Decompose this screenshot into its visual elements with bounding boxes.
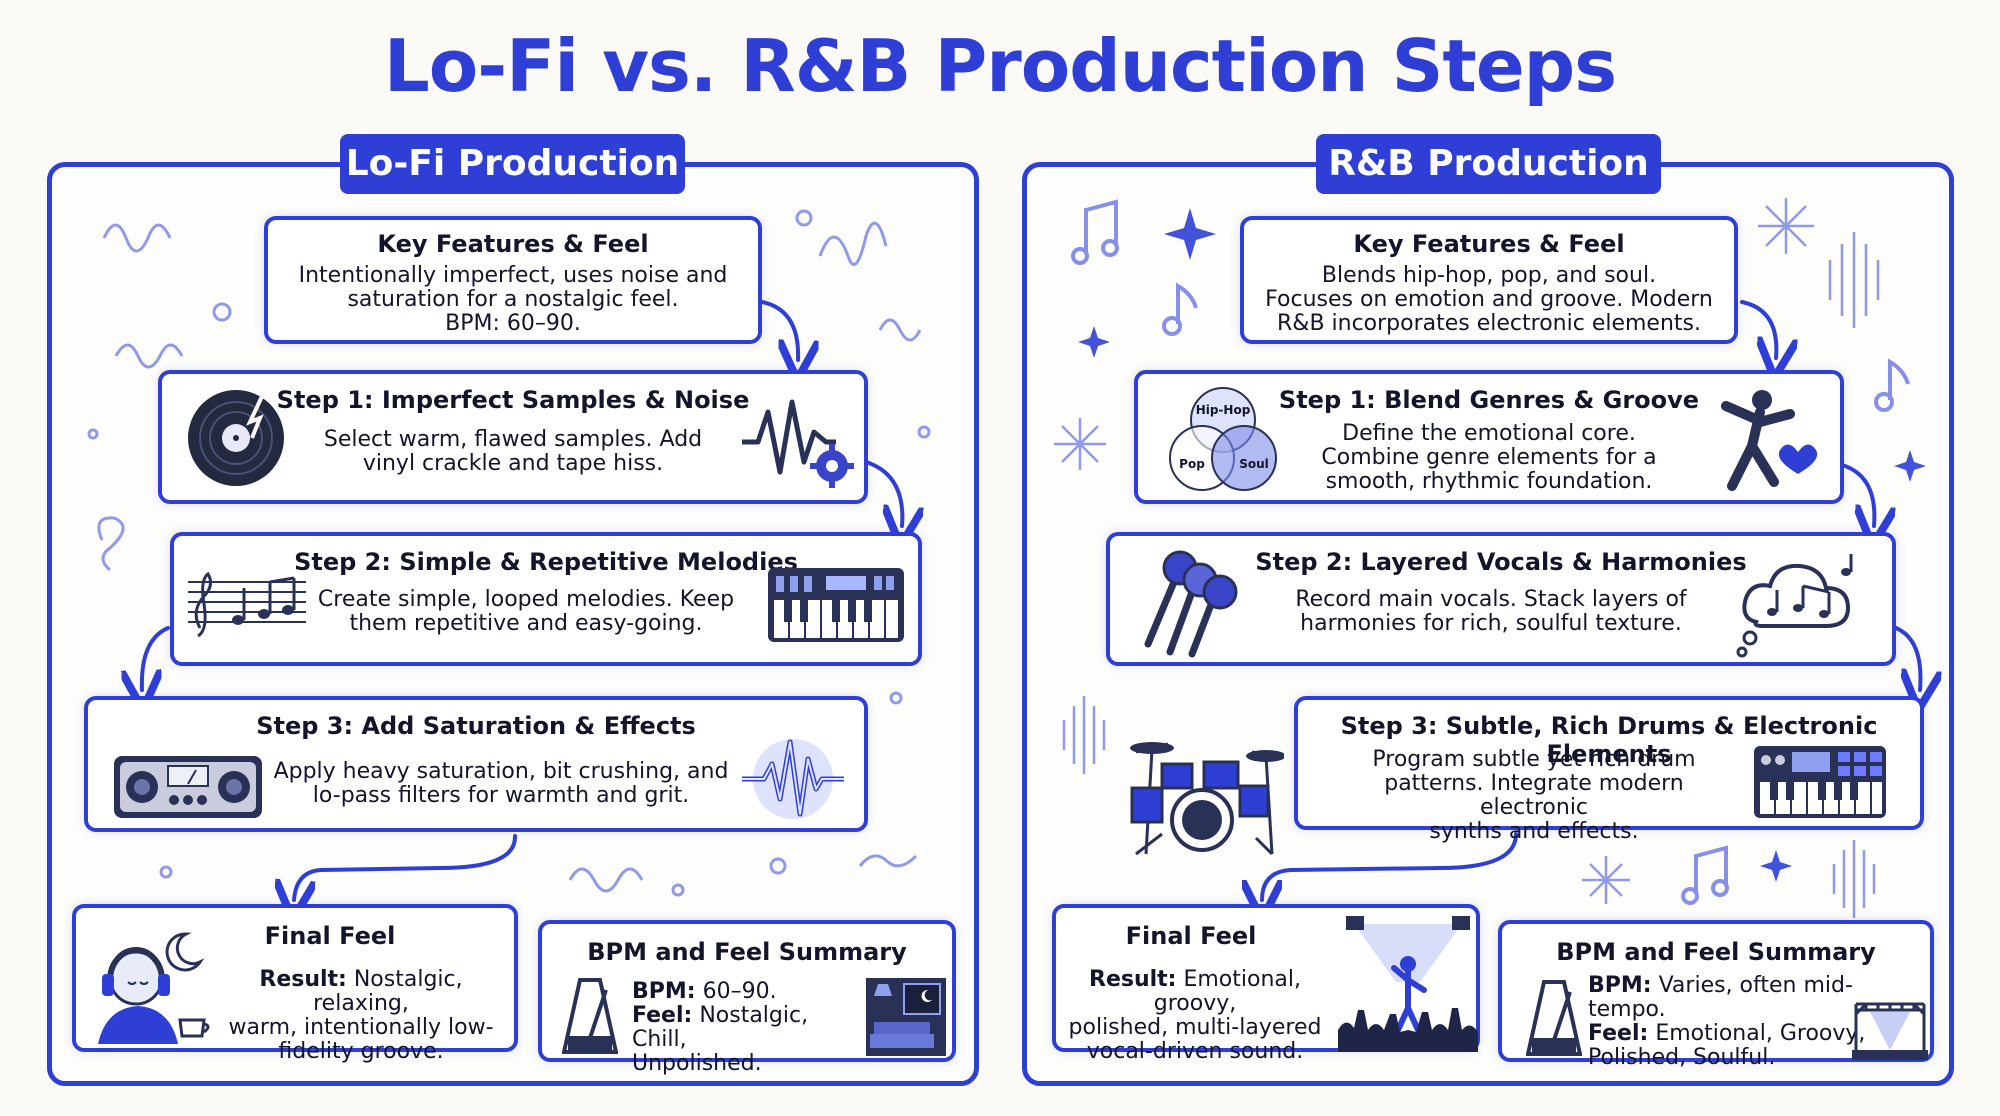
dancer-heart-icon (1721, 390, 1818, 491)
lofi-step3-card: Step 3: Add Saturation & Effects Apply h… (84, 696, 868, 832)
connector-arrow (1840, 463, 1874, 526)
synth-keyboard-icon (768, 568, 904, 642)
lofi-final-card: Final Feel Result: Nostalgic, relaxing, … (72, 904, 518, 1064)
connector-arrow (1894, 626, 1921, 690)
venn-label: Soul (1239, 457, 1269, 471)
metronome-icon (1526, 980, 1582, 1056)
drum-kit-icon (1130, 742, 1284, 856)
music-staff-icon (188, 571, 306, 638)
connector-arrow (1262, 832, 1518, 900)
stage-icon (1852, 1002, 1928, 1060)
lofi-features-card: Key Features & Feel Intentionally imperf… (264, 216, 762, 344)
rnb-step3-card: Step 3: Subtle, Rich Drums & Electronic … (1294, 696, 1924, 844)
listener-headphones-icon (98, 932, 210, 1044)
waveform-gear-icon (742, 399, 854, 488)
vintage-amp-icon (114, 756, 262, 818)
music-cloud-icon (1736, 554, 1853, 658)
glowing-waveform-icon (742, 739, 844, 819)
lofi-step1-card: Step 1: Imperfect Samples & Noise Select… (158, 370, 868, 504)
lofi-step2-card: Step 2: Simple & Repetitive Melodies Cre… (170, 532, 922, 666)
connector-arrow (1740, 300, 1776, 358)
rnb-panel-header: R&B Production (1316, 134, 1661, 194)
connector-arrow (294, 834, 518, 900)
concert-crowd-icon (1338, 916, 1478, 1052)
genre-venn-icon: Hip-Hop Pop Soul (1169, 387, 1277, 491)
rnb-summary-card: BPM and Feel Summary BPM: Varies, often … (1498, 920, 1934, 1070)
lofi-panel-header: Lo-Fi Production (340, 134, 685, 194)
microphones-icon (1144, 550, 1238, 658)
metronome-icon (562, 978, 618, 1054)
rnb-features-card: Key Features & Feel Blends hip-hop, pop,… (1240, 216, 1738, 344)
connector-arrow (142, 626, 170, 690)
midi-controller-icon (1754, 746, 1886, 818)
rnb-step1-card: Step 1: Blend Genres & Groove Define the… (1134, 370, 1844, 504)
connector-arrow (760, 300, 798, 360)
rnb-final-card: Final Feel Result: Emotional, groovy, po… (1052, 904, 1480, 1064)
cozy-room-icon (866, 978, 946, 1056)
venn-label: Hip-Hop (1196, 403, 1251, 417)
venn-label: Pop (1179, 457, 1205, 471)
rnb-step2-card: Step 2: Layered Vocals & Harmonies Recor… (1106, 532, 1896, 666)
vinyl-record-icon (188, 390, 284, 486)
lofi-summary-card: BPM and Feel Summary BPM: 60–90. Feel: N… (538, 920, 956, 1076)
page-title: Lo-Fi vs. R&B Production Steps (383, 24, 1617, 108)
connector-arrow (864, 460, 902, 526)
